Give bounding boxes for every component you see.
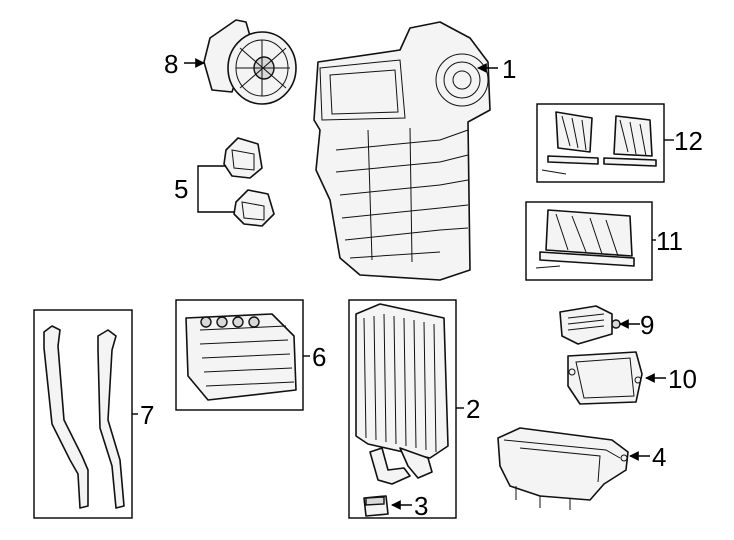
part-4-lower-case	[497, 427, 629, 510]
box-6	[175, 299, 304, 411]
callout-5: 5	[174, 174, 188, 204]
box-11	[525, 201, 653, 281]
callout-1: 1	[502, 54, 516, 84]
box-2	[348, 299, 457, 519]
callout-2: 2	[466, 394, 480, 424]
part-7-hoses	[43, 325, 125, 509]
part-10-control-module	[567, 351, 643, 405]
callout-11: 11	[656, 226, 683, 256]
callout-12: 12	[674, 126, 703, 156]
part-3-valve	[363, 495, 389, 517]
callout-10: 10	[668, 364, 697, 394]
callout-9: 9	[640, 310, 654, 340]
part-8-blower-motor	[203, 19, 297, 105]
part-5-actuator-upper	[223, 137, 263, 179]
part-6-heater-core	[185, 313, 297, 401]
callout-8: 8	[164, 49, 178, 79]
callout-6: 6	[312, 342, 326, 372]
callout-7: 7	[140, 400, 154, 430]
box-12	[536, 103, 665, 183]
part-5-actuator-lower	[233, 189, 275, 227]
leader-5-bracket	[197, 165, 234, 213]
callout-3: 3	[414, 491, 428, 521]
part-1-hvac-housing	[313, 21, 491, 281]
part-11-door	[535, 209, 635, 269]
callout-4: 4	[652, 442, 666, 472]
part-12-doors	[541, 111, 657, 175]
part-9-resistor	[559, 305, 621, 345]
part-2-evaporator	[355, 303, 449, 485]
